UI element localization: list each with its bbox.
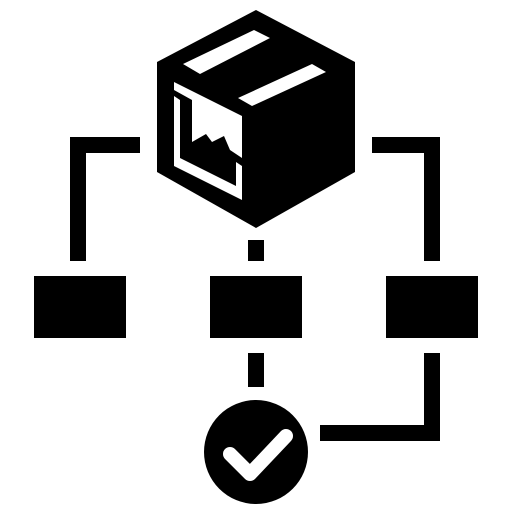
connector-right-vertical	[424, 137, 440, 261]
check-mark	[223, 429, 293, 481]
connector-center-top	[248, 240, 264, 261]
connector-center-bottom	[248, 353, 264, 387]
check-circle-bg	[204, 400, 308, 504]
box-left-face-lower	[174, 96, 242, 200]
connector-right-down	[424, 353, 440, 441]
connector-right-to-check	[320, 425, 440, 441]
box-tape-top-right	[238, 64, 326, 106]
center-node	[210, 276, 302, 338]
package-box-icon	[157, 10, 355, 228]
connector-left-vertical	[70, 137, 86, 261]
box-left-face-panel	[174, 82, 242, 158]
left-node	[34, 276, 126, 338]
connector-lines	[70, 137, 440, 441]
connector-left-horizontal	[70, 137, 140, 153]
check-circle-icon	[204, 400, 308, 504]
right-node	[386, 276, 478, 338]
flow-nodes	[34, 276, 478, 338]
connector-right-horizontal	[372, 137, 440, 153]
box-tape-top-left	[183, 30, 270, 74]
